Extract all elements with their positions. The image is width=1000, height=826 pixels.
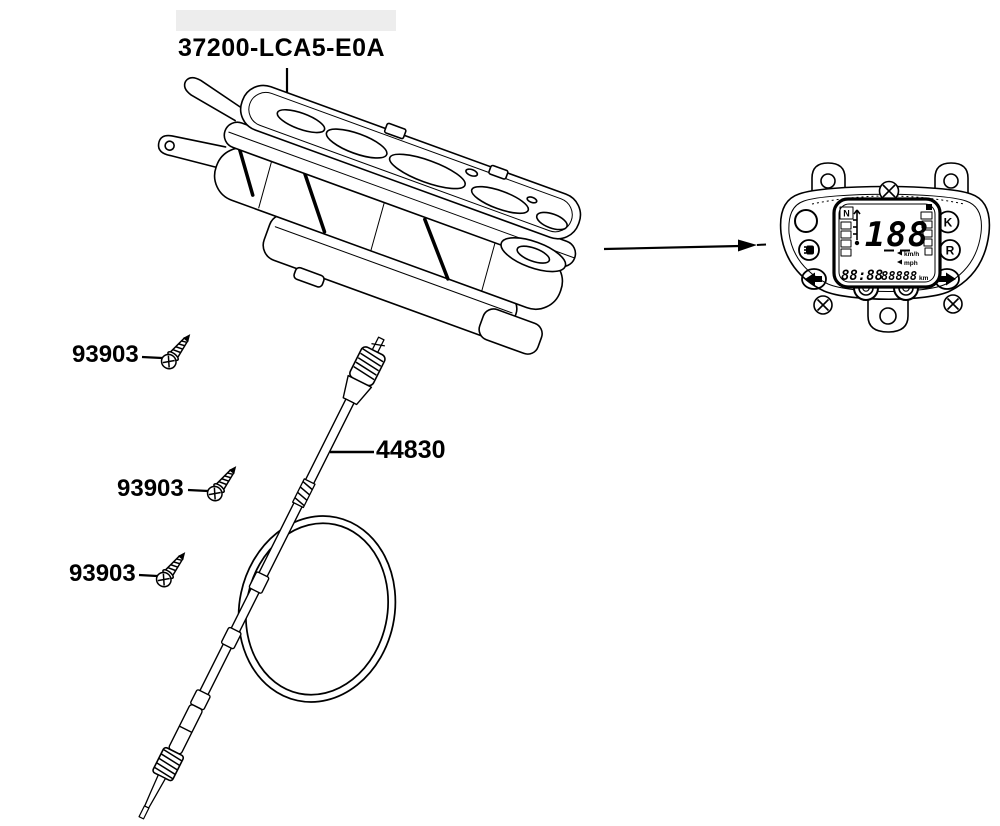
scan-artifact <box>176 10 396 31</box>
mount-tab-bottom <box>867 295 909 333</box>
screw-leader-1 <box>141 355 163 360</box>
cable-loop <box>237 515 397 703</box>
cable-collar-1 <box>248 571 270 594</box>
meter-bracket-left-lower <box>157 134 227 170</box>
lcd-odometer-unit: km <box>919 275 929 282</box>
lcd-unit-mph: mph <box>904 260 918 267</box>
cable-drawing <box>138 336 386 820</box>
high-beam-icon <box>798 239 820 261</box>
meter-case <box>213 141 564 310</box>
screw-leader-2 <box>187 488 209 493</box>
r-indicator-label: R <box>946 244 955 258</box>
cable-upper-ferrule <box>342 336 386 406</box>
lcd-unit-kmh: km/h <box>904 251 919 258</box>
part-label-meter: 37200-LCA5-E0A <box>178 34 386 62</box>
screw-icon-3 <box>152 548 191 591</box>
lcd-panel: N 188 km/h <box>832 197 942 289</box>
meter-top-face <box>239 84 582 240</box>
indicator-lamp-top-left <box>794 209 818 233</box>
turn-left-arrow-icon <box>801 268 827 290</box>
meter-assembly-drawing <box>157 76 582 355</box>
part-label-screw-2: 93903 <box>117 475 184 502</box>
cable-lower-sleeve <box>168 704 203 755</box>
cable-tip <box>138 774 167 820</box>
meter-rim <box>223 121 577 273</box>
mount-hole-bottom <box>879 307 897 325</box>
screw-top-center-icon <box>878 180 900 202</box>
lcd-clock: 88:88 <box>841 268 883 284</box>
screw-icon-2 <box>203 462 242 505</box>
lcd-speed: 188 <box>865 215 929 255</box>
left-bar-gauge-icon <box>840 221 852 257</box>
screw-bottom-right-icon <box>943 294 963 314</box>
thermometer-icon <box>853 209 861 246</box>
meter-bracket-left-upper <box>183 76 243 122</box>
part-label-cable: 44830 <box>376 436 446 464</box>
detail-arrow-icon <box>603 239 767 252</box>
screw-bottom-left-icon <box>813 295 833 315</box>
cable-lower-ferrule <box>152 746 185 782</box>
mount-hole-top-right <box>943 173 959 189</box>
cable-wrap <box>291 478 316 509</box>
meter-lower-housing <box>262 213 543 355</box>
meter-face-housing-inner <box>788 193 982 292</box>
lcd-odometer: 88888 <box>881 269 917 283</box>
part-label-screw-3: 93903 <box>69 560 136 587</box>
fuel-gauge-icon <box>920 204 933 256</box>
part-label-screw-1: 93903 <box>72 341 139 368</box>
meter-face-detail: K R N <box>779 162 991 333</box>
screw-leader-3 <box>138 573 158 578</box>
cable-collar-2 <box>220 626 242 650</box>
lcd-gear-indicator: N <box>843 209 850 219</box>
screw-icon-1 <box>157 330 196 373</box>
k-indicator-label: K <box>944 216 953 230</box>
